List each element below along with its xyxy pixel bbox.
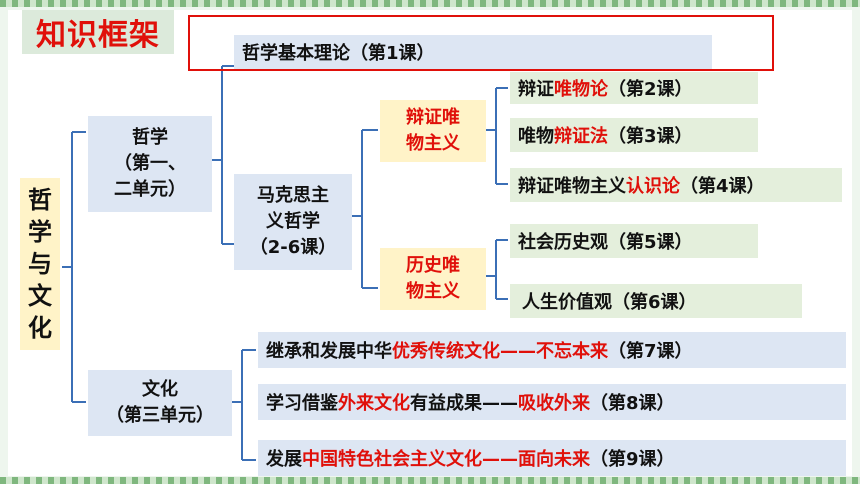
lesson-text: 继承和发展中华 — [266, 341, 392, 362]
root-char: 哲 — [28, 186, 52, 214]
lesson-text: 辩证 — [518, 79, 554, 100]
historical-bracket — [486, 239, 508, 300]
lesson-highlight: 优秀传统文化——不忘本来 — [392, 341, 608, 362]
node-line: （第三单元） — [106, 405, 214, 426]
dialectical-bracket — [486, 87, 508, 185]
root-char: 文 — [28, 282, 52, 310]
lesson-number: （第3课） — [608, 126, 693, 147]
decorative-top-border — [0, 0, 860, 7]
lesson-text: 辩证唯物主义 — [518, 176, 626, 197]
lesson-highlight: 辩证法 — [554, 126, 608, 147]
node-line: （第一、 — [114, 153, 186, 174]
node-line: 物主义 — [406, 133, 460, 154]
dialectical-materialism-node: 辩证唯 物主义 — [380, 100, 486, 162]
node-line: 哲学 — [132, 127, 168, 148]
root-node-philosophy-and-culture: 哲 学 与 文 化 — [20, 178, 60, 350]
root-char: 与 — [28, 250, 52, 278]
lesson-number: （第4课） — [680, 176, 765, 197]
lesson-number: （第9课） — [590, 449, 675, 470]
highlight-frame — [188, 15, 774, 71]
lesson-4-node: 辩证唯物主义认识论（第4课） — [510, 168, 842, 202]
node-line: 文化 — [142, 379, 178, 400]
decorative-bottom-border — [0, 477, 860, 484]
lesson-text: 有益成果—— — [410, 393, 518, 414]
root-bracket — [62, 131, 86, 403]
lesson-highlight: 吸收外来 — [518, 393, 590, 414]
lesson-5-node: 社会历史观（第5课） — [510, 224, 758, 258]
lesson-8-node: 学习借鉴外来文化有益成果——吸收外来（第8课） — [258, 384, 846, 420]
root-char: 化 — [28, 314, 52, 342]
lesson-2-node: 辩证唯物论（第2课） — [510, 72, 758, 104]
lesson-3-node: 唯物辩证法（第3课） — [510, 118, 758, 152]
page-title: 知识框架 — [22, 10, 174, 54]
culture-bracket — [232, 349, 256, 461]
node-line: 义哲学 — [266, 211, 320, 232]
node-line: （2-6课） — [249, 237, 337, 258]
lesson-highlight: 中国特色社会主义文化——面向未来 — [302, 449, 590, 470]
node-line: 辩证唯 — [406, 107, 460, 128]
lesson-6-node: 人生价值观（第6课） — [510, 284, 802, 318]
lesson-text: 学习借鉴 — [266, 393, 338, 414]
culture-node: 文化 （第三单元） — [88, 370, 232, 436]
historical-materialism-node: 历史唯 物主义 — [380, 248, 486, 310]
philosophy-node: 哲学 （第一、 二单元） — [88, 116, 212, 212]
root-char: 学 — [28, 218, 52, 246]
node-line: 马克思主 — [257, 185, 329, 206]
marxism-node: 马克思主 义哲学 （2-6课） — [234, 174, 352, 270]
lesson-text: 唯物 — [518, 126, 554, 147]
node-line: 历史唯 — [406, 255, 460, 276]
lesson-9-node: 发展中国特色社会主义文化——面向未来（第9课） — [258, 440, 846, 476]
node-line: 物主义 — [406, 281, 460, 302]
philosophy-bracket — [212, 65, 234, 245]
basic-theory-node: 哲学基本理论（第1课） — [234, 35, 712, 69]
lesson-highlight: 认识论 — [626, 176, 680, 197]
lesson-number: （第8课） — [590, 393, 675, 414]
lesson-number: （第7课） — [608, 341, 693, 362]
lesson-text: 发展 — [266, 449, 302, 470]
lesson-7-node: 继承和发展中华优秀传统文化——不忘本来（第7课） — [258, 332, 846, 368]
lesson-number: （第2课） — [608, 79, 693, 100]
marxism-bracket — [352, 129, 378, 289]
lesson-highlight: 唯物论 — [554, 79, 608, 100]
lesson-highlight: 外来文化 — [338, 393, 410, 414]
node-line: 二单元） — [114, 179, 186, 200]
